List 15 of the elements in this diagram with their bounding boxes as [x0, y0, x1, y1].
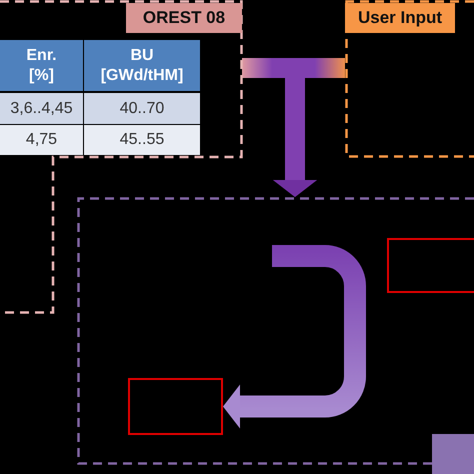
formula-box [387, 238, 474, 293]
u-turn-arrow [223, 245, 366, 428]
arrow [273, 58, 345, 197]
dashed-region [77, 197, 474, 465]
table-cell: 45..55 [84, 125, 200, 155]
dashed-region [0, 0, 243, 314]
section-tab: User Input [345, 3, 455, 33]
table-header-cell: Enr. [%] [0, 40, 83, 91]
table-header-cell: BU [GWd/tHM] [84, 40, 200, 91]
table-cell: 3,6..4,45 [0, 93, 83, 124]
table-cell: 40..70 [84, 93, 200, 124]
table-cell: 4,75 [0, 125, 83, 155]
formula-box [128, 378, 223, 435]
dashed-region [345, 0, 474, 158]
section-tab: OREST 08 [126, 3, 242, 33]
